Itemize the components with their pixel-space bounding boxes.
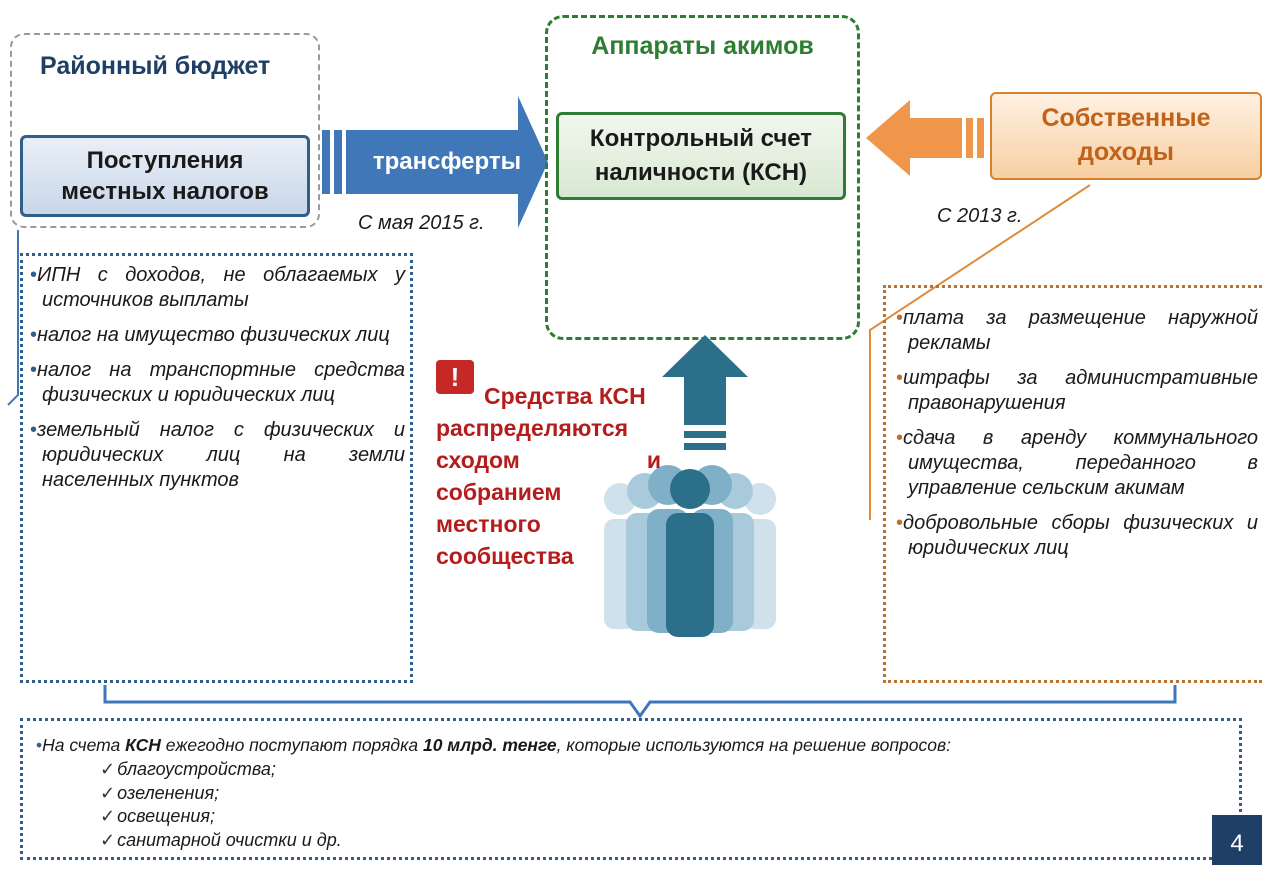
distribution-note-line5: местного [436, 511, 541, 537]
distribution-note-line2: распределяются [436, 415, 629, 441]
local-taxes-line1: Поступления [86, 146, 244, 174]
summary-item: ✓озеленения; [100, 782, 220, 803]
distribution-note: Средства КСН распределяются сходом и соб… [436, 380, 661, 572]
distribution-note-line1: Средства КСН [484, 383, 646, 409]
bullet-icon: • [896, 367, 904, 389]
tax-list-frame [20, 253, 413, 683]
own-income-arrow [866, 100, 984, 176]
own-income-list: •плата за размещение наружной рекламы •ш… [896, 306, 1258, 571]
ksn-line2: наличности (КСН) [594, 159, 808, 186]
page-number: 4 [1212, 815, 1262, 865]
bullet-icon: • [30, 359, 38, 381]
checkmark-icon: ✓ [100, 782, 116, 803]
district-budget-frame [10, 33, 320, 228]
summary-items: ✓благоустройства; ✓озеленения; ✓освещени… [100, 758, 342, 852]
checkmark-icon: ✓ [100, 806, 116, 826]
district-budget-title: Районный бюджет [40, 52, 271, 80]
distribution-note-line3: сходом и [436, 447, 661, 473]
own-income-item: •штрафы за административные правонарушен… [896, 367, 1258, 414]
ksn-line1: Контрольный счет [589, 125, 813, 153]
own-income-box: Собственные доходы [990, 92, 1262, 180]
own-income-date: С 2013 г. [937, 205, 1023, 227]
distribution-note-line6: сообщества [436, 543, 574, 569]
up-arrow [662, 335, 748, 450]
tax-item: •земельный налог с физических и юридичес… [30, 419, 405, 491]
summary-item: ✓санитарной очистки и др. [100, 829, 342, 850]
tax-item: •налог на имущество физических лиц [30, 324, 390, 346]
own-income-line1: Собственные [1041, 104, 1211, 133]
bullet-icon: • [30, 419, 38, 441]
summary-item: ✓благоустройства; [100, 759, 276, 779]
checkmark-icon: ✓ [100, 829, 116, 850]
distribution-note-line4: собранием [436, 479, 562, 505]
bullet-icon: • [896, 427, 904, 449]
own-income-item: •сдача в аренду коммунального имущества,… [896, 427, 1258, 499]
transfers-arrow [322, 96, 548, 228]
own-income-line2: доходы [1078, 138, 1174, 166]
bullet-icon: • [896, 512, 904, 534]
bullet-icon: • [30, 264, 38, 286]
tax-list: •ИПН с доходов, не облагаемых у источник… [30, 263, 405, 503]
bullet-icon: • [896, 307, 904, 329]
transfer-date: С мая 2015 г. [358, 212, 485, 234]
akimat-title: Аппараты акимов [591, 32, 814, 60]
bullet-icon: • [30, 324, 38, 346]
transfers-label: трансферты [372, 148, 522, 175]
own-income-list-frame [883, 285, 1262, 683]
local-taxes-box: Поступления местных налогов [20, 135, 310, 217]
exclamation-icon: ! [436, 360, 474, 394]
summary-intro: •На счета КСН ежегодно поступают порядка… [36, 735, 951, 755]
summary-frame [20, 718, 1242, 860]
checkmark-icon: ✓ [100, 759, 116, 779]
tax-item: •ИПН с доходов, не облагаемых у источник… [30, 264, 405, 311]
own-income-item: •плата за размещение наружной рекламы [896, 307, 1258, 354]
tax-item: •налог на транспортные средства физическ… [30, 359, 405, 406]
ksn-box: Контрольный счет наличности (КСН) [556, 112, 846, 200]
local-taxes-line2: местных налогов [61, 178, 269, 205]
bottom-brace [103, 685, 1177, 719]
own-income-item: •добровольные сборы физических и юридиче… [896, 512, 1258, 559]
summary-item: ✓освещения; [100, 806, 215, 826]
bullet-icon: • [36, 735, 43, 755]
left-bracket-line [7, 230, 19, 406]
community-people-icon [604, 465, 776, 637]
